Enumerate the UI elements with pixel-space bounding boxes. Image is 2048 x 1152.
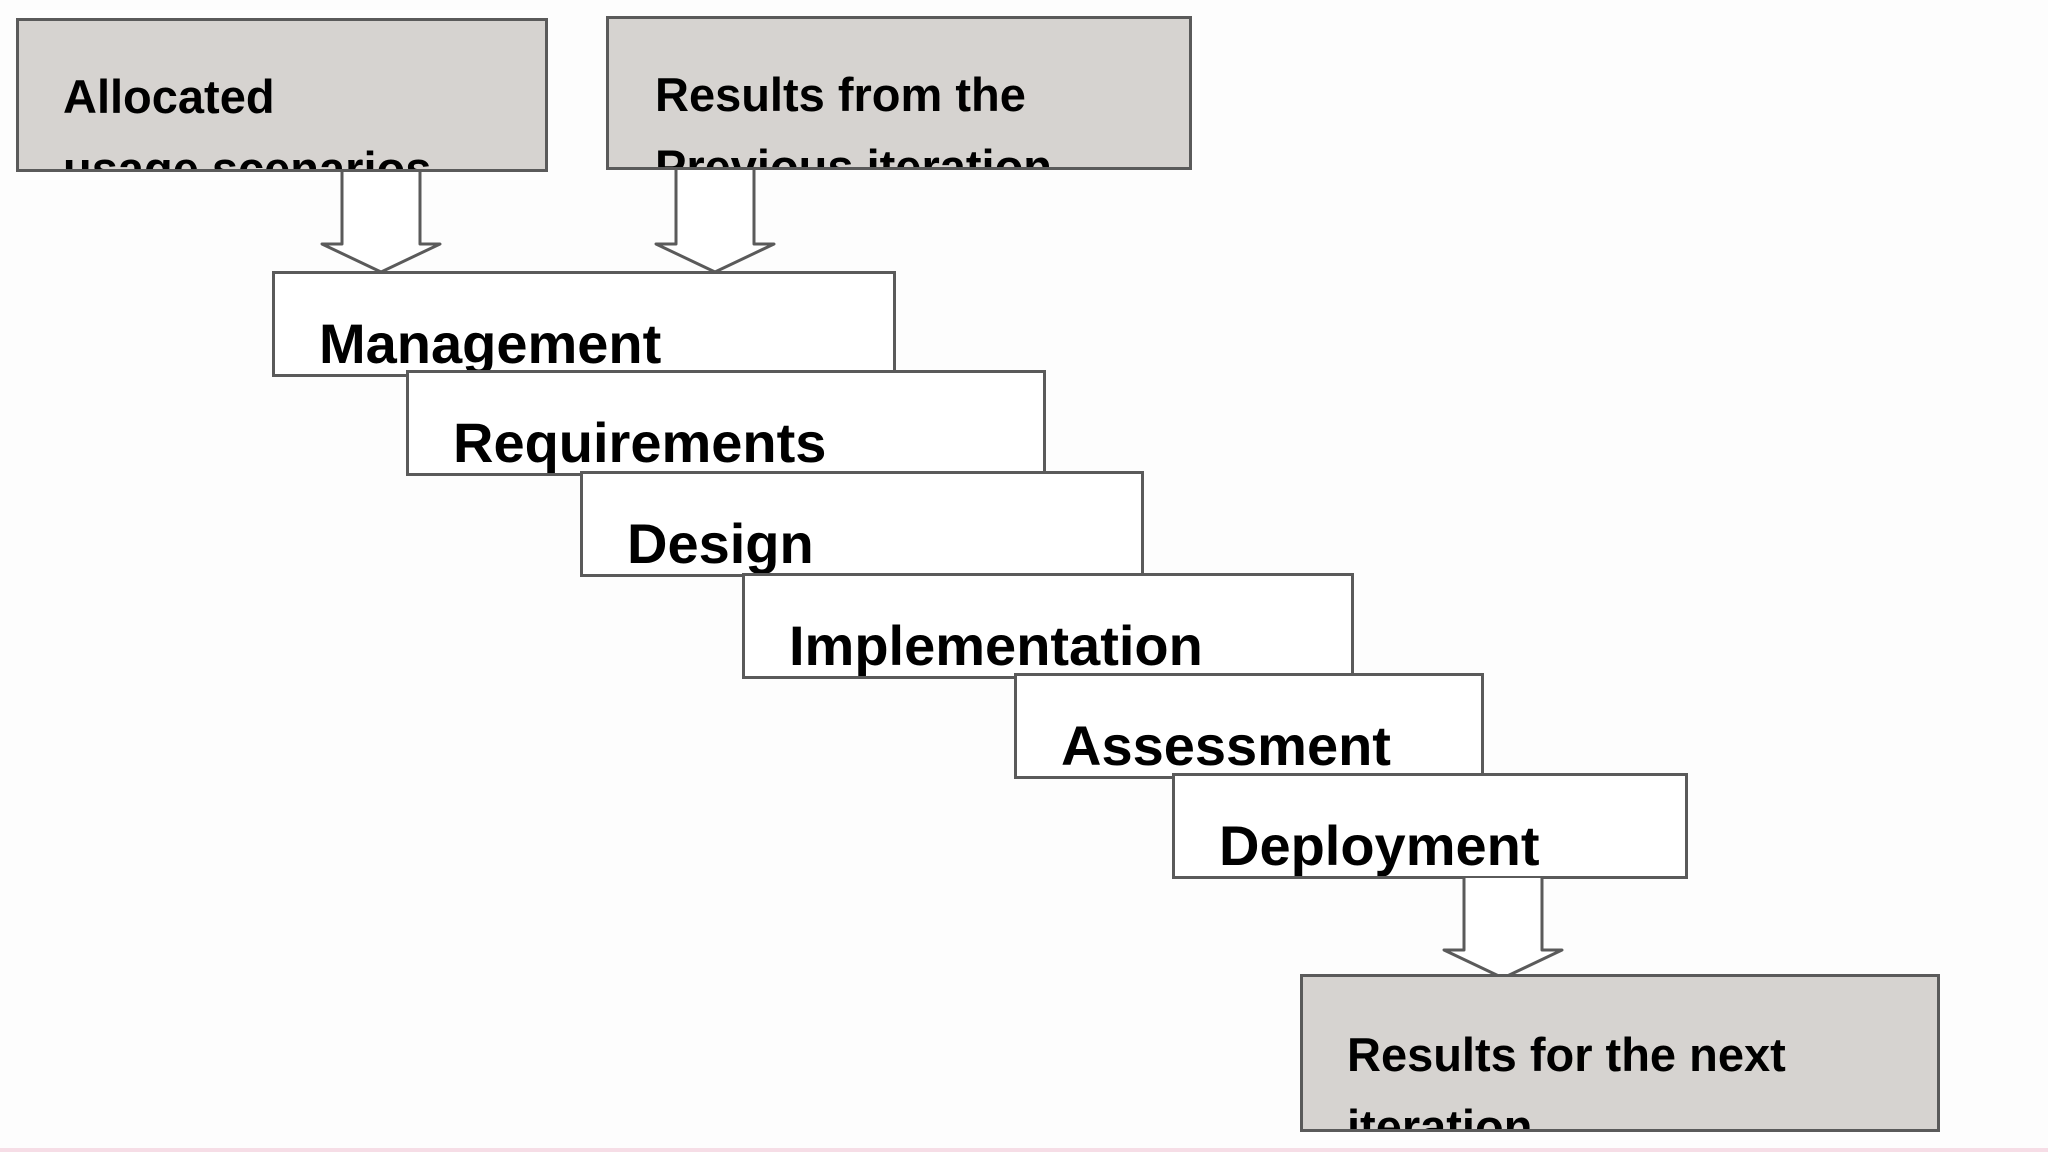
output-results-next-iteration: Results for the next iteration <box>1300 974 1940 1132</box>
step-design: Design <box>580 471 1144 577</box>
down-arrow-icon <box>320 172 442 274</box>
step-label: Implementation <box>789 614 1203 677</box>
down-arrow-icon <box>654 170 776 274</box>
step-requirements: Requirements <box>406 370 1046 476</box>
step-management: Management <box>272 271 896 377</box>
step-implementation: Implementation <box>742 573 1354 679</box>
step-deployment: Deployment <box>1172 773 1688 879</box>
step-assessment: Assessment <box>1014 673 1484 779</box>
down-arrow-icon <box>1442 878 1564 980</box>
input-results-previous-iteration: Results from the Previous iteration <box>606 16 1192 170</box>
step-label: Assessment <box>1061 714 1391 777</box>
input-allocated-usage-scenarios: Allocated usage scenarios <box>16 18 548 172</box>
input-allocated-label: Allocated usage scenarios <box>63 70 432 172</box>
output-label: Results for the next iteration <box>1347 1028 1786 1132</box>
step-label: Deployment <box>1219 814 1540 877</box>
step-label: Management <box>319 312 662 375</box>
bottom-divider <box>0 1148 2048 1152</box>
input-previous-label: Results from the Previous iteration <box>655 68 1052 170</box>
step-label: Design <box>627 512 814 575</box>
step-label: Requirements <box>453 411 827 474</box>
